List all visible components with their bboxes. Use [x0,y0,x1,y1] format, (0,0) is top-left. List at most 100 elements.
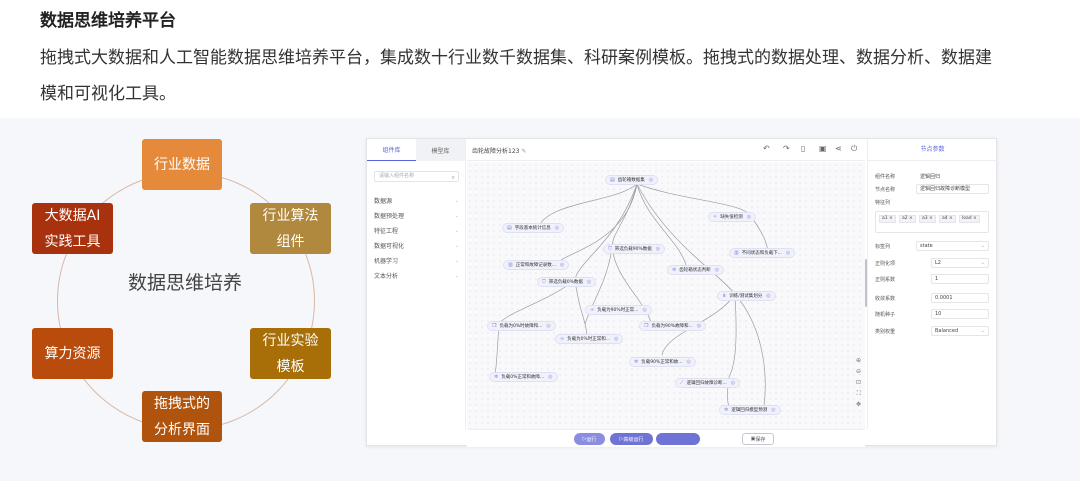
regularization-select[interactable]: L2⌄ [931,258,989,268]
chart-icon: ▥ [734,250,739,256]
feature-tag[interactable]: a4 × [939,215,956,223]
category-item[interactable]: 特征工程⌄ [374,227,459,236]
save-icon[interactable]: ▣ [819,144,827,153]
chevron-down-icon: ⌄ [454,242,459,249]
app-window: 组件库 模型库 请输入组件名称 ⌕ 数据源⌄ 数据预处理⌄ 特征工程⌄ 数据可视… [366,138,997,447]
copy-icon: ❐ [644,323,649,329]
workflow-node[interactable]: ▤字段基本统计信息◎ [502,223,565,233]
fit-view-icon[interactable]: ⊡ [855,379,861,386]
zoom-in-icon[interactable]: ⊕ [855,357,861,364]
chevron-down-icon: ⌄ [980,260,985,266]
diagram-node-template: 行业实验模板 [250,328,331,379]
model-icon: ⟋ [680,380,684,386]
category-item[interactable]: 数据预处理⌄ [374,212,459,221]
power-icon[interactable]: ⏻ [851,144,858,153]
chevron-down-icon: ⌄ [454,212,459,219]
page-description: 拖拽式大数据和人工智能数据思维培养平台，集成数十行业数千数据集、科研案例模板。拖… [40,48,992,104]
category-item[interactable]: 数据可视化⌄ [374,242,459,251]
workflow-node[interactable]: ✲逻辑回归模型预测◎ [719,405,781,415]
status-icon: ◎ [614,336,619,342]
status-icon: ◎ [548,374,553,380]
gear-icon: ✲ [724,407,729,413]
workflow-node[interactable]: ∞负载为0%时正常和...◎ [555,334,624,344]
component-search-input[interactable]: 请输入组件名称 ⌕ [374,171,459,182]
node-params-panel: 节点参数 组件名称 逻辑回归 节点名称 逻辑回归故障诊断模型 特征列 a1 × … [867,139,997,429]
workflow-node[interactable]: ⛉筛选负载0%数据◎ [537,277,597,287]
gear-icon: ✲ [494,374,499,380]
canvas-toolbar: 齿轮故障分析123 ✎ ↶ ↷ ▯ ▣ ⋖ ⏻ [467,139,865,161]
share-icon[interactable]: ⋖ [835,144,842,153]
undo-icon[interactable]: ↶ [763,144,770,153]
stop-button[interactable] [656,433,700,445]
diagram-node-industry-data: 行业数据 [142,139,222,190]
status-icon: ◎ [648,177,654,183]
save-button[interactable]: ▣ 保存 [742,433,774,445]
class-weight-select[interactable]: Balanced⌄ [931,326,989,336]
workflow-canvas[interactable]: ▤齿轮箱数据集◎ ✧缺失值检测◎ ▤字段基本统计信息◎ ⛉筛选负载90%数据◎ … [467,162,865,429]
node-name-input[interactable]: 逻辑回归故障诊断模型 [916,184,989,194]
advanced-run-button[interactable]: ▷ 高级运行 [610,433,653,445]
workflow-node[interactable]: ❐负载为0%时故障和...◎ [487,321,556,331]
diagram-node-algorithm: 行业算法组件 [250,203,331,254]
tab-models[interactable]: 模型库 [416,139,465,161]
feature-tag[interactable]: a2 × [899,215,916,223]
status-icon: ◎ [714,267,720,273]
status-icon: ◎ [554,225,560,231]
chevron-down-icon: ⌄ [980,328,985,334]
reg-coef-input[interactable]: 1 [931,274,989,284]
workflow-node[interactable]: ⛉筛选负载90%数据◎ [603,244,666,254]
workflow-node[interactable]: ✲齿轮箱状态判断◎ [667,265,725,275]
tab-components[interactable]: 组件库 [367,139,416,161]
filter-icon: ⛉ [542,279,546,285]
chevron-down-icon: ⌄ [454,227,459,234]
target-select[interactable]: state⌄ [916,241,989,251]
status-icon: ◎ [730,380,736,386]
check-icon: ✧ [713,214,718,220]
workflow-node[interactable]: ✲负载0%正常和故障...◎ [489,372,558,382]
workflow-node[interactable]: ✧缺失值检测◎ [708,212,757,222]
gear-icon: ✲ [634,359,639,365]
category-item[interactable]: 文本分析⌄ [374,272,459,281]
table-icon: ▤ [507,225,512,231]
zoom-out-icon[interactable]: ⊖ [855,368,861,375]
canvas-scrollbar[interactable] [865,259,867,307]
chevron-down-icon: ⌄ [454,197,459,204]
workflow-node[interactable]: ❐负载为90%故障和...◎ [639,321,707,331]
feature-tag[interactable]: load × [959,215,980,223]
status-icon: ◎ [686,359,691,365]
canvas-title: 齿轮故障分析123 ✎ [472,148,527,155]
run-button[interactable]: ▷ 运行 [574,433,605,445]
component-panel: 组件库 模型库 请输入组件名称 ⌕ 数据源⌄ 数据预处理⌄ 特征工程⌄ 数据可视… [367,139,466,429]
copy-icon: ❐ [492,323,497,329]
status-icon: ◎ [696,323,702,329]
status-icon: ◎ [586,279,592,285]
tolerance-input[interactable]: 0.0001 [931,293,989,303]
workflow-node[interactable]: ✲负载90%正常和故...◎ [629,357,696,367]
category-item[interactable]: 数据源⌄ [374,197,459,206]
workflow-node[interactable]: ⟋逻辑回归故障诊断...◎ [675,378,741,388]
seed-input[interactable]: 10 [931,309,989,319]
redo-icon[interactable]: ↷ [783,144,790,153]
chevron-down-icon: ⌄ [980,243,985,249]
fullscreen-icon[interactable]: ⛶ [856,390,861,397]
feature-tag[interactable]: a1 × [879,215,896,223]
params-title: 节点参数 [868,139,997,161]
status-icon: ◎ [746,214,752,220]
status-icon: ◎ [786,250,791,256]
workflow-node[interactable]: ▥正常和故障记录数...◎ [503,260,570,270]
category-item[interactable]: 机器学习⌄ [374,257,459,266]
chevron-down-icon: ⌄ [454,257,459,264]
locate-icon[interactable]: ✥ [855,401,861,408]
workflow-node[interactable]: ▤齿轮箱数据集◎ [605,175,659,185]
feature-select[interactable]: a1 × a2 × a3 × a4 × load × [875,211,989,233]
document-icon[interactable]: ▯ [801,144,806,153]
status-icon: ◎ [642,307,647,313]
feature-tag[interactable]: a3 × [919,215,936,223]
workflow-node[interactable]: ▥不同状态和负载下...◎ [729,248,796,258]
workflow-node[interactable]: ⋔训练/测试集划分◎ [717,291,776,301]
workflow-node[interactable]: ∞负载为90%时正常...◎ [585,305,652,315]
status-icon: ◎ [655,246,661,252]
workflow-edges [494,183,769,407]
search-icon: ⌕ [451,174,455,181]
